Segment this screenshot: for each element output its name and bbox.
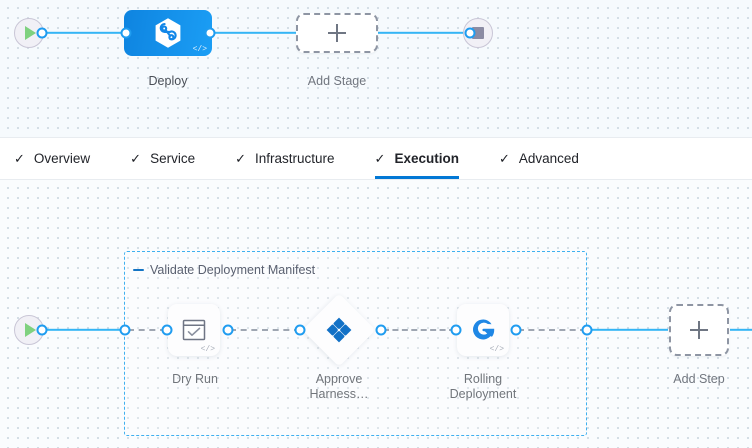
check-icon: ✓ (130, 151, 142, 166)
step-code-tag[interactable]: </> (489, 345, 504, 354)
step-node-approve-harness[interactable] (302, 293, 376, 367)
edge-addstep-onward (730, 328, 752, 332)
stage-node-deploy[interactable]: </> (124, 10, 212, 56)
tab-advanced[interactable]: ✓ Advanced (499, 138, 579, 179)
port-rolling-out[interactable] (510, 324, 522, 336)
execution-steps-canvas[interactable]: Validate Deployment Manifest </> Dry Run (0, 180, 752, 448)
tab-infrastructure[interactable]: ✓ Infrastructure (235, 138, 334, 179)
tab-label: Overview (33, 151, 91, 166)
plus-icon (690, 321, 708, 339)
check-icon: ✓ (235, 151, 246, 166)
stage-canvas[interactable]: </> Deploy Add Stage (0, 0, 752, 137)
check-icon: ✓ (498, 151, 510, 166)
edge-start-to-deploy (40, 31, 130, 35)
port-deploy-out[interactable] (204, 27, 216, 39)
play-icon (25, 323, 36, 337)
port-dryrun-out[interactable] (222, 324, 234, 336)
edge-addstage-to-end (372, 31, 472, 35)
step-node-dry-run[interactable]: </> (168, 304, 220, 356)
port-start-out[interactable] (36, 27, 48, 39)
stage-code-tag[interactable]: </> (192, 45, 207, 54)
add-stage-label: Add Stage (307, 74, 367, 88)
add-stage-button[interactable] (296, 13, 378, 53)
tab-overview[interactable]: ✓ Overview (14, 138, 90, 179)
step-group-header[interactable]: Validate Deployment Manifest (133, 263, 315, 277)
edge-dryrun-to-approve (230, 329, 300, 331)
tab-label: Infrastructure (255, 151, 335, 166)
step-label-dry-run: Dry Run (172, 372, 218, 386)
port-end-in[interactable] (464, 27, 476, 39)
harness-deploy-icon (155, 18, 181, 48)
step-label-rolling-deployment: Rolling Deployment (449, 372, 517, 401)
stage-label-deploy: Deploy (148, 74, 188, 88)
port-rolling-in[interactable] (450, 324, 462, 336)
edge-deploy-to-addstage (210, 31, 305, 35)
edge-start-to-group (40, 328, 126, 332)
tab-label: Execution (394, 151, 459, 166)
port-approve-out[interactable] (375, 324, 387, 336)
step-label-approve-harness: Approve Harness… (309, 372, 369, 401)
port-exec-start-out[interactable] (36, 324, 48, 336)
add-step-label: Add Step (673, 372, 725, 386)
tab-label: Advanced (518, 151, 579, 166)
step-group-title: Validate Deployment Manifest (150, 263, 316, 277)
minus-icon[interactable] (133, 269, 144, 271)
tab-execution[interactable]: ✓ Execution (374, 138, 460, 179)
stage-config-tabs: ✓ Overview ✓ Service ✓ Infrastructure ✓ … (0, 137, 752, 180)
harness-approval-icon (326, 317, 352, 343)
checklist-window-icon (182, 319, 206, 341)
edge-rolling-to-group-out (518, 329, 586, 331)
tab-service[interactable]: ✓ Service (130, 138, 195, 179)
plus-icon (328, 24, 346, 42)
check-icon: ✓ (14, 151, 25, 166)
tab-label: Service (150, 151, 196, 166)
port-approve-in[interactable] (294, 324, 306, 336)
rolling-deployment-icon (473, 319, 495, 340)
port-group-out[interactable] (581, 324, 593, 336)
port-group-in[interactable] (119, 324, 131, 336)
edge-group-to-addstep (587, 328, 668, 332)
check-icon: ✓ (374, 151, 386, 166)
port-dryrun-in[interactable] (161, 324, 173, 336)
add-step-button[interactable] (669, 304, 729, 356)
play-icon (25, 26, 36, 40)
step-node-rolling-deployment[interactable]: </> (457, 304, 509, 356)
step-code-tag[interactable]: </> (200, 345, 215, 354)
port-deploy-in[interactable] (120, 27, 132, 39)
edge-approve-to-rolling (383, 329, 455, 331)
edge-group-in-to-dryrun (128, 329, 166, 331)
